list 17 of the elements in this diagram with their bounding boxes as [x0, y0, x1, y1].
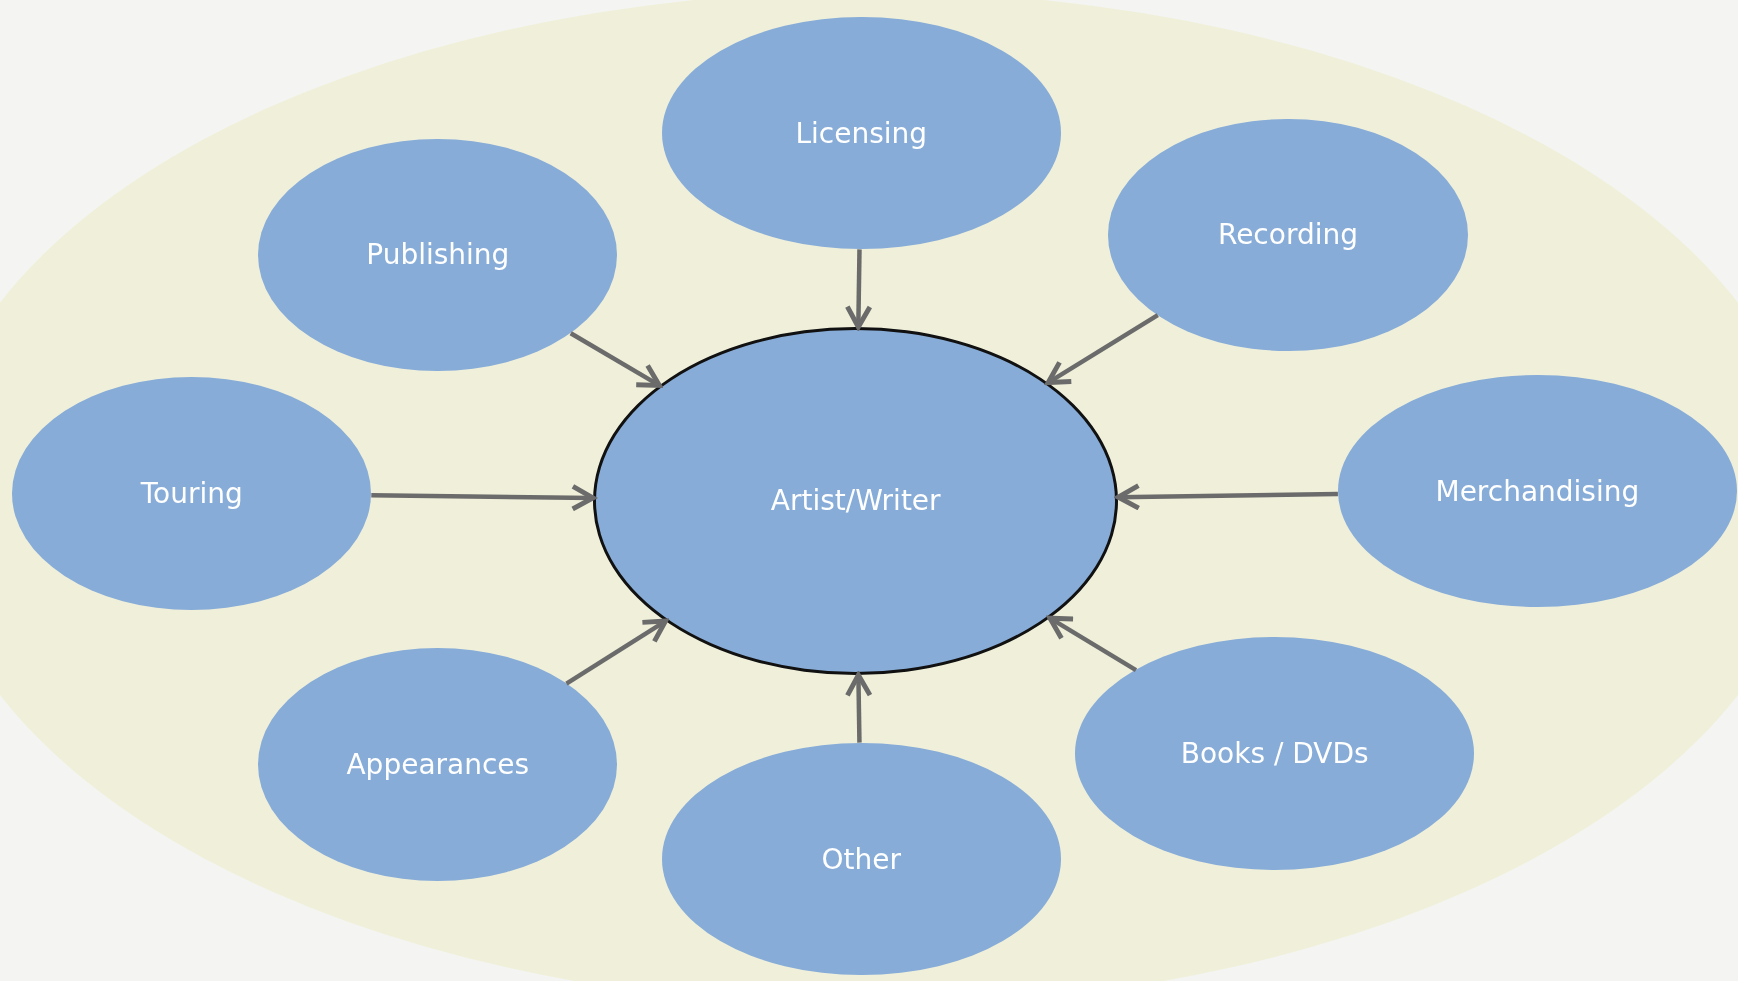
- arrow: [1047, 615, 1138, 672]
- arrow: [565, 618, 668, 686]
- node-label: Licensing: [795, 116, 928, 150]
- node-label: Artist/Writer: [770, 484, 941, 518]
- arrow: [569, 331, 662, 388]
- arrow: [844, 249, 873, 330]
- node-label: Publishing: [366, 238, 510, 272]
- node-label: Touring: [140, 476, 243, 510]
- arrow: [371, 484, 596, 512]
- node-label: Other: [821, 842, 901, 876]
- arrow: [845, 672, 873, 743]
- arrow: [1045, 313, 1159, 386]
- node-label: Merchandising: [1435, 474, 1640, 508]
- arrow: [1115, 483, 1338, 511]
- node-label: Books / DVDs: [1180, 737, 1369, 771]
- node-label: Recording: [1217, 218, 1358, 252]
- node-label: Appearances: [346, 748, 530, 782]
